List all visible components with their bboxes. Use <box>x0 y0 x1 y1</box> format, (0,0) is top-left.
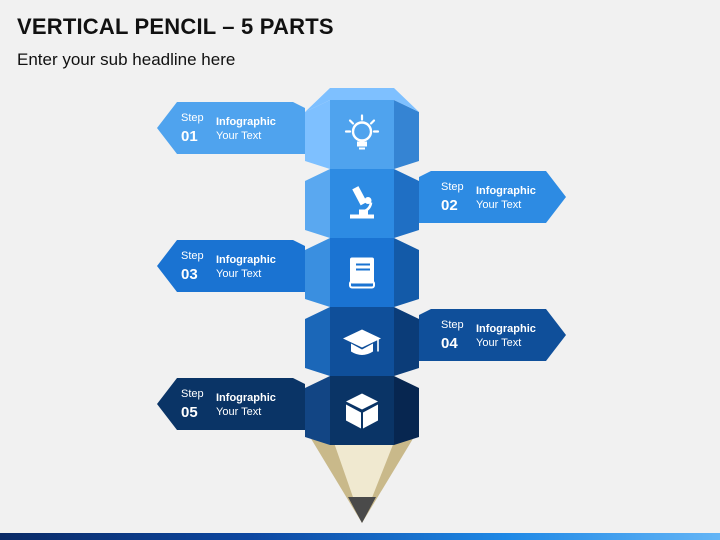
page-subtitle: Enter your sub headline here <box>17 50 236 69</box>
pencil-segment-05 <box>305 376 419 445</box>
microscope-icon <box>350 186 374 219</box>
step-label: Step <box>181 112 204 124</box>
step-label: Step <box>441 319 464 331</box>
callout-arrow <box>157 102 305 154</box>
step-heading: Infographic <box>476 185 536 197</box>
step-label: Step <box>181 250 204 262</box>
pencil-top-cap <box>305 88 419 112</box>
pencil-tip <box>310 437 414 523</box>
pencil-segment-03 <box>305 238 419 307</box>
step-number: 03 <box>181 266 198 283</box>
step-number: 01 <box>181 128 198 145</box>
pencil-lead <box>348 497 376 523</box>
bottom-accent-bar <box>0 533 720 540</box>
step-heading: Infographic <box>216 392 276 404</box>
step-number: 04 <box>441 335 458 352</box>
step-number: 02 <box>441 197 458 214</box>
callout-arrow <box>419 309 566 361</box>
pencil-segment-01 <box>305 88 419 169</box>
step-text: Your Text <box>216 130 261 142</box>
page-title: VERTICAL PENCIL – 5 PARTS <box>17 14 334 39</box>
step-number: 05 <box>181 404 198 421</box>
lightbulb-icon <box>344 114 380 150</box>
callout-arrow <box>157 240 305 292</box>
pencil-segment-04 <box>305 307 419 376</box>
callout-arrow <box>157 378 305 430</box>
callout-arrow <box>419 171 566 223</box>
book-icon <box>349 257 375 289</box>
pencil-segments <box>305 88 419 445</box>
pencil-wood <box>332 437 396 523</box>
graduation-cap-icon <box>343 329 381 355</box>
step-text: Your Text <box>476 199 521 211</box>
pencil-segment-02 <box>305 169 419 238</box>
step-text: Your Text <box>216 268 261 280</box>
step-label: Step <box>181 388 204 400</box>
step-heading: Infographic <box>216 254 276 266</box>
step-heading: Infographic <box>216 116 276 128</box>
cube-icon <box>346 393 378 429</box>
step-text: Your Text <box>216 406 261 418</box>
step-label: Step <box>441 181 464 193</box>
step-text: Your Text <box>476 337 521 349</box>
step-heading: Infographic <box>476 323 536 335</box>
